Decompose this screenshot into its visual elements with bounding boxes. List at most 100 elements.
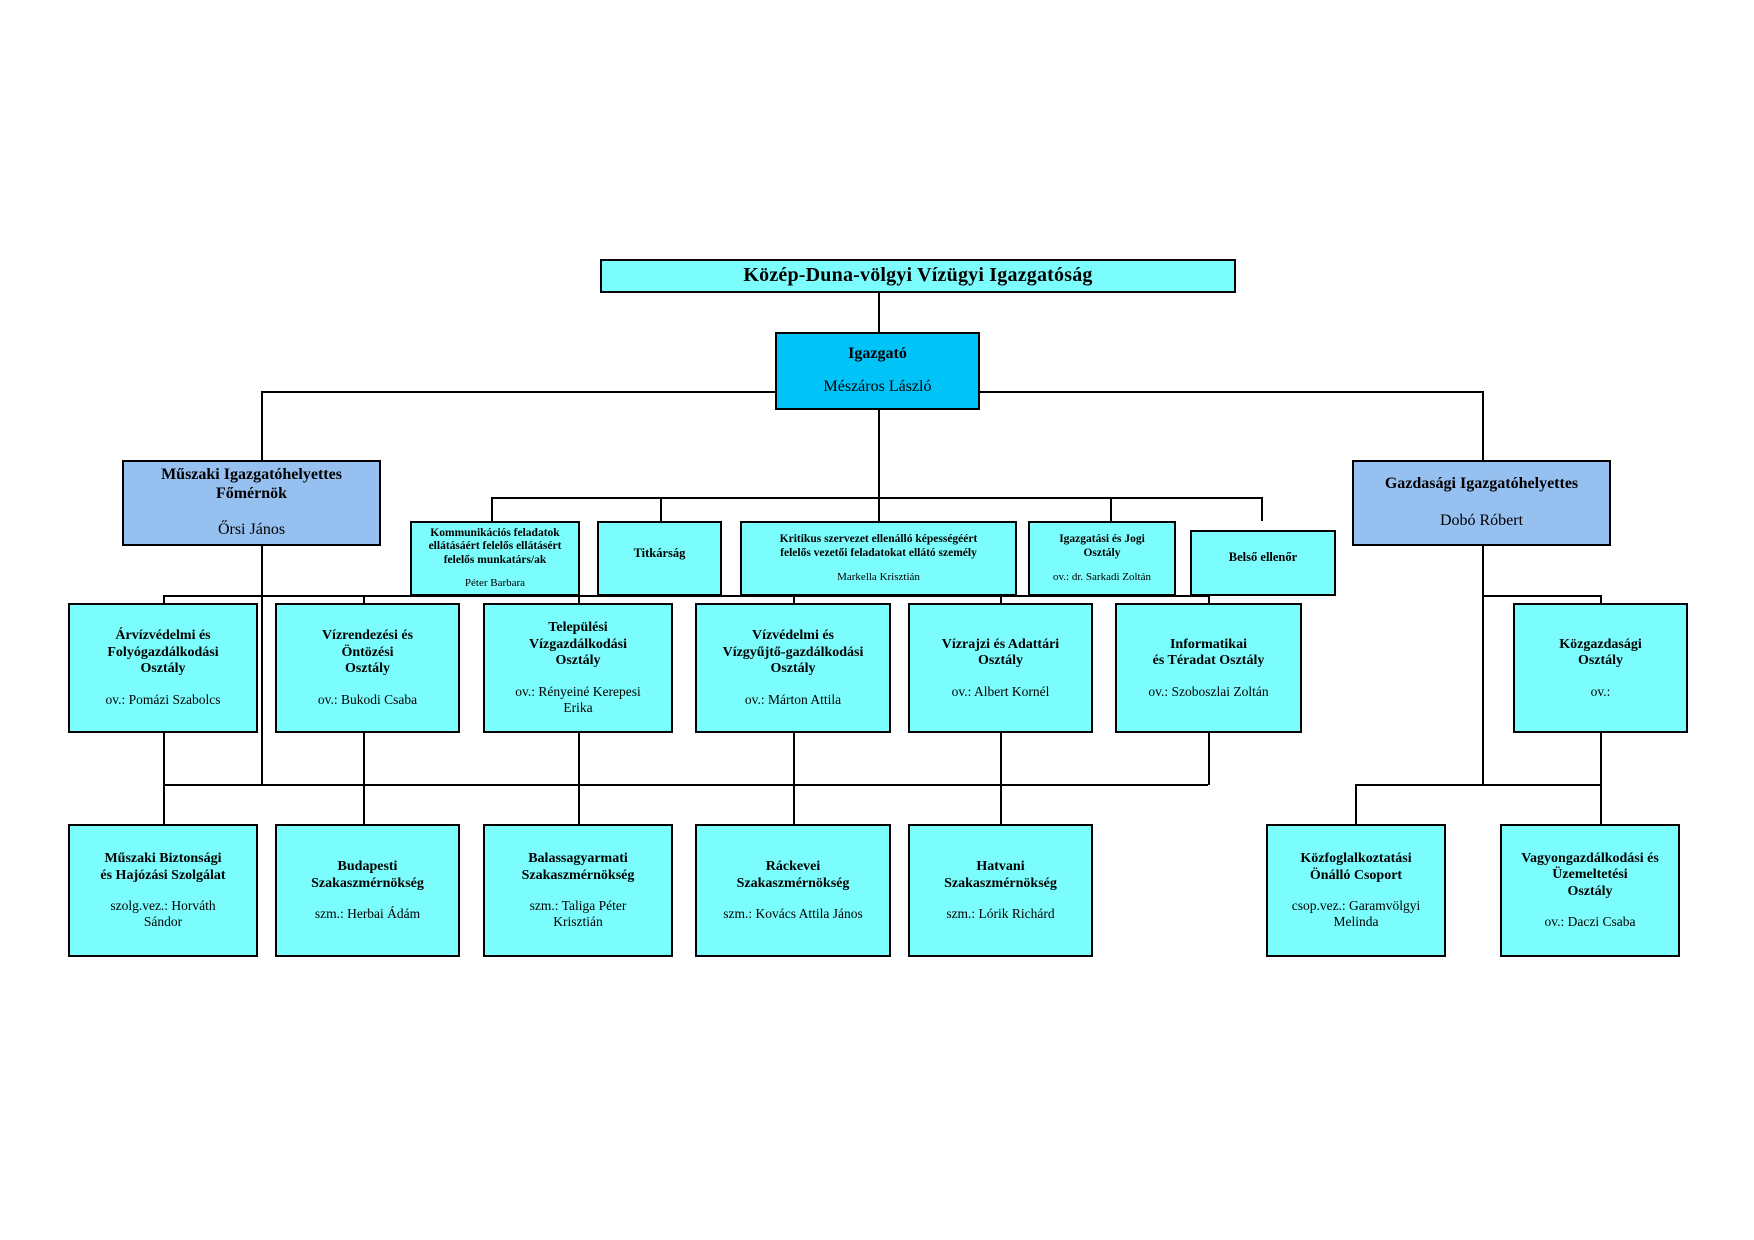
connector-staff-drop-2 xyxy=(660,497,662,521)
connector-staff-spine xyxy=(491,497,1261,499)
connector-tdept-riser-6 xyxy=(1208,733,1210,785)
node-unit-balassagyarmat-person: szm.: Taliga Péter Krisztián xyxy=(529,898,627,930)
node-unit-technical-safety-person: szolg.vez.: Horváth Sándor xyxy=(110,898,216,930)
node-staff-resilience[interactable]: Kritikus szervezet ellenálló képességéér… xyxy=(740,521,1017,596)
node-dept-flood-protection-title: Árvízvédelmi és Folyógazdálkodási Osztál… xyxy=(107,628,219,677)
node-staff-legal-title: Igazgatási és Jogi Osztály xyxy=(1059,533,1145,560)
node-staff-communications-title: Kommunikációs feladatok ellátásáért fele… xyxy=(428,526,562,566)
connector-director-bottom xyxy=(878,409,880,499)
connector-eunit-drop-2 xyxy=(1600,784,1602,824)
connector-technical-dept-spine xyxy=(163,595,1208,597)
connector-tdept-drop-1 xyxy=(163,595,165,603)
connector-tdept-drop-2 xyxy=(363,595,365,603)
connector-tunit-drop-2 xyxy=(363,784,365,824)
node-dept-water-regulation[interactable]: Vízrendezési és Öntözési Osztály ov.: Bu… xyxy=(275,603,460,733)
node-director[interactable]: Igazgató Mészáros László xyxy=(775,332,980,410)
node-unit-technical-safety[interactable]: Műszaki Biztonsági és Hajózási Szolgálat… xyxy=(68,824,258,957)
connector-staff-drop-4 xyxy=(1110,497,1112,521)
connector-staff-drop-3 xyxy=(878,497,880,521)
node-dept-municipal-water[interactable]: Települési Vízgazdálkodási Osztály ov.: … xyxy=(483,603,673,733)
node-director-title: Igazgató xyxy=(848,345,907,363)
node-dept-water-regulation-title: Vízrendezési és Öntözési Osztály xyxy=(321,628,414,677)
connector-eunit-drop-1 xyxy=(1355,784,1357,824)
node-dept-water-protection-person: ov.: Márton Attila xyxy=(744,691,842,707)
node-unit-budapest-person: szm.: Herbai Ádám xyxy=(314,906,421,922)
connector-tunit-drop-4 xyxy=(793,784,795,824)
node-dept-flood-protection[interactable]: Árvízvédelmi és Folyógazdálkodási Osztál… xyxy=(68,603,258,733)
node-deputy-economic-person: Dobó Róbert xyxy=(1439,512,1524,529)
node-dept-water-protection[interactable]: Vízvédelmi és Vízgyűjtő-gazdálkodási Osz… xyxy=(695,603,891,733)
connector-economic-dept-spine xyxy=(1482,595,1602,597)
node-unit-balassagyarmat-title: Balassagyarmati Szakaszmérnökség xyxy=(521,851,635,883)
node-dept-it-geodata-title: Informatikai és Téradat Osztály xyxy=(1152,636,1265,669)
node-unit-public-employment-person: csop.vez.: Garamvölgyi Melinda xyxy=(1291,898,1421,930)
node-unit-public-employment-title: Közfoglalkoztatási Önálló Csoport xyxy=(1300,851,1412,883)
connector-tdept-drop-6 xyxy=(1208,595,1210,603)
connector-tdept-riser-5 xyxy=(1000,733,1002,785)
connector-root-to-director xyxy=(878,292,880,332)
connector-director-left-drop xyxy=(261,391,263,461)
connector-tdept-drop-5 xyxy=(1000,595,1002,603)
node-dept-economics-title: Közgazdasági Osztály xyxy=(1559,636,1642,669)
connector-tdept-drop-4 xyxy=(793,595,795,603)
node-dept-municipal-water-person: ov.: Rényeiné Kerepesi Erika xyxy=(515,683,641,715)
node-dept-water-regulation-person: ov.: Bukodi Csaba xyxy=(317,691,418,707)
node-staff-secretariat-title: Titkárság xyxy=(633,545,686,560)
node-root[interactable]: Közép-Duna-völgyi Vízügyi Igazgatóság xyxy=(600,259,1236,293)
node-unit-budapest-title: Budapesti Szakaszmérnökség xyxy=(311,859,424,891)
node-unit-rackeve-title: Ráckevei Szakaszmérnökség xyxy=(736,859,850,891)
connector-edept-drop-1 xyxy=(1600,595,1602,603)
node-deputy-economic-title: Gazdasági Igazgatóhelyettes xyxy=(1384,475,1579,493)
node-staff-communications[interactable]: Kommunikációs feladatok ellátásáért fele… xyxy=(410,521,580,596)
node-deputy-technical-person: Őrsi János xyxy=(217,521,286,539)
connector-economic-backbone xyxy=(1482,545,1484,785)
connector-staff-drop-5 xyxy=(1261,497,1263,521)
connector-edept-riser-1 xyxy=(1600,733,1602,785)
node-unit-technical-safety-title: Műszaki Biztonsági és Hajózási Szolgálat xyxy=(100,851,226,883)
connector-tunit-drop-5 xyxy=(1000,784,1002,824)
node-staff-secretariat[interactable]: Titkárság xyxy=(597,521,722,596)
node-deputy-economic[interactable]: Gazdasági Igazgatóhelyettes Dobó Róbert xyxy=(1352,460,1611,546)
node-unit-budapest[interactable]: Budapesti Szakaszmérnökség szm.: Herbai … xyxy=(275,824,460,957)
node-dept-economics-person: ov.: xyxy=(1590,683,1611,699)
node-deputy-technical-title: Műszaki Igazgatóhelyettes Főmérnök xyxy=(161,465,342,502)
connector-tunit-drop-3 xyxy=(578,784,580,824)
node-unit-hatvan[interactable]: Hatvani Szakaszmérnökség szm.: Lórik Ric… xyxy=(908,824,1093,957)
node-unit-public-employment[interactable]: Közfoglalkoztatási Önálló Csoport csop.v… xyxy=(1266,824,1446,957)
connector-tdept-riser-4 xyxy=(793,733,795,785)
connector-director-right-drop xyxy=(1482,391,1484,461)
node-deputy-technical[interactable]: Műszaki Igazgatóhelyettes Főmérnök Őrsi … xyxy=(122,460,381,546)
node-staff-resilience-title: Kritikus szervezet ellenálló képességéér… xyxy=(779,533,978,560)
node-dept-it-geodata[interactable]: Informatikai és Téradat Osztály ov.: Szo… xyxy=(1115,603,1302,733)
node-staff-communications-person: Péter Barbara xyxy=(464,577,526,590)
node-unit-asset-management-person: ov.: Daczi Csaba xyxy=(1544,914,1636,930)
connector-staff-drop-1 xyxy=(491,497,493,521)
node-unit-rackeve[interactable]: Ráckevei Szakaszmérnökség szm.: Kovács A… xyxy=(695,824,891,957)
node-unit-asset-management[interactable]: Vagyongazdálkodási és Üzemeltetési Osztá… xyxy=(1500,824,1680,957)
node-unit-hatvan-title: Hatvani Szakaszmérnökség xyxy=(944,859,1057,891)
connector-economic-unit-spine xyxy=(1355,784,1600,786)
node-dept-hydrography-person: ov.: Albert Kornél xyxy=(951,683,1050,699)
node-director-person: Mészáros László xyxy=(823,378,932,395)
node-staff-legal-person: ov.: dr. Sarkadi Zoltán xyxy=(1053,570,1151,583)
node-unit-rackeve-person: szm.: Kovács Attila János xyxy=(723,906,863,922)
node-staff-resilience-person: Markella Krisztián xyxy=(837,570,920,583)
node-dept-it-geodata-person: ov.: Szoboszlai Zoltán xyxy=(1148,683,1269,699)
node-staff-internal-auditor[interactable]: Belső ellenőr xyxy=(1190,530,1336,596)
node-dept-hydrography-title: Vízrajzi és Adattári Osztály xyxy=(941,636,1060,669)
node-dept-municipal-water-title: Települési Vízgazdálkodási Osztály xyxy=(528,620,627,669)
node-dept-hydrography[interactable]: Vízrajzi és Adattári Osztály ov.: Albert… xyxy=(908,603,1093,733)
node-staff-legal[interactable]: Igazgatási és Jogi Osztály ov.: dr. Sark… xyxy=(1028,521,1176,596)
connector-tdept-riser-2 xyxy=(363,733,365,785)
connector-technical-unit-spine xyxy=(163,784,1208,786)
connector-tdept-drop-3 xyxy=(578,595,580,603)
node-dept-economics[interactable]: Közgazdasági Osztály ov.: xyxy=(1513,603,1688,733)
connector-tdept-riser-1 xyxy=(163,733,165,785)
node-unit-asset-management-title: Vagyongazdálkodási és Üzemeltetési Osztá… xyxy=(1521,850,1659,899)
node-unit-hatvan-person: szm.: Lórik Richárd xyxy=(946,906,1055,922)
node-unit-balassagyarmat[interactable]: Balassagyarmati Szakaszmérnökség szm.: T… xyxy=(483,824,673,957)
node-dept-flood-protection-person: ov.: Pomázi Szabolcs xyxy=(105,691,221,707)
connector-tdept-riser-3 xyxy=(578,733,580,785)
node-staff-internal-auditor-title: Belső ellenőr xyxy=(1228,550,1298,565)
